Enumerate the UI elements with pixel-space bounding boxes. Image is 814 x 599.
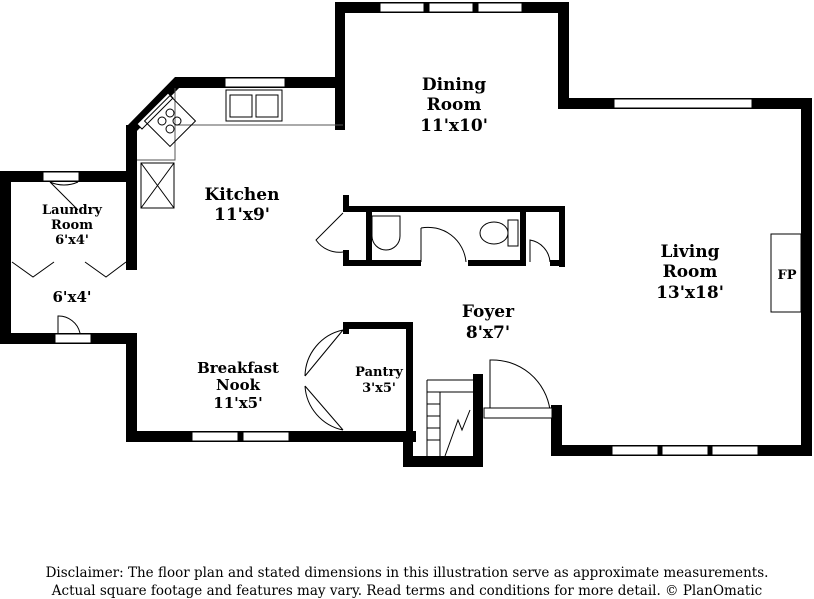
breakfast-nook-name: Breakfast bbox=[197, 359, 279, 377]
bath-bottom-wall-right bbox=[550, 260, 565, 266]
burner bbox=[165, 124, 175, 134]
stairs-icon bbox=[426, 379, 473, 456]
bath-right-wall bbox=[559, 206, 565, 267]
bath-left-wall-lower bbox=[343, 250, 349, 266]
foyer-name: Foyer bbox=[462, 302, 515, 322]
window bbox=[661, 445, 709, 456]
bath-left-wall bbox=[343, 195, 349, 212]
bath-top-wall bbox=[343, 206, 565, 212]
laundry-exit-door-swing bbox=[57, 315, 81, 334]
kitchen-counter-side bbox=[137, 125, 176, 161]
room-labels: Dining Room 11'x10' Kitchen 11'x9' Laund… bbox=[42, 75, 797, 412]
window bbox=[711, 445, 759, 456]
kitchen-name: Kitchen bbox=[205, 185, 280, 205]
sink-icon bbox=[225, 89, 283, 122]
pantry-door-swing bbox=[304, 385, 344, 431]
window bbox=[242, 431, 290, 442]
door-opening bbox=[54, 333, 92, 344]
pantry-name: Pantry bbox=[355, 365, 403, 380]
half-bath-door-swing bbox=[315, 212, 344, 253]
refrigerator-cross bbox=[140, 162, 175, 209]
window bbox=[379, 2, 425, 13]
breakfast-left-wall bbox=[126, 333, 137, 442]
laundry-lower-size: 6'x4' bbox=[52, 288, 91, 306]
breakfast-nook-size: 11'x5' bbox=[213, 394, 262, 412]
fireplace-icon bbox=[770, 233, 802, 313]
stair-right-wall bbox=[473, 374, 483, 467]
burner bbox=[165, 108, 175, 118]
sink-basin bbox=[255, 94, 279, 118]
pantry-top-wall bbox=[343, 322, 413, 329]
window bbox=[611, 445, 659, 456]
bath-divider-wall bbox=[366, 206, 372, 266]
pantry-door-swing bbox=[304, 329, 344, 377]
refrigerator-icon bbox=[140, 162, 175, 209]
disclaimer-line-1: Disclaimer: The floor plan and stated di… bbox=[45, 565, 769, 581]
stair-bottom-wall bbox=[403, 456, 483, 467]
pantry-left-wall-top bbox=[343, 322, 349, 334]
living-lower-left-wall bbox=[551, 405, 562, 456]
pantry-right-wall bbox=[406, 322, 413, 435]
front-door-swing bbox=[489, 359, 551, 411]
bath-sink-icon bbox=[371, 215, 401, 251]
laundry-door-swing bbox=[49, 181, 79, 211]
foyer-size: 8'x7' bbox=[466, 323, 510, 343]
door-opening bbox=[42, 171, 80, 182]
stairs-break-line bbox=[444, 409, 471, 457]
bath-bottom-wall-mid bbox=[468, 260, 526, 266]
laundry-bifold-door bbox=[84, 261, 127, 278]
window bbox=[224, 77, 286, 88]
bath-bottom-wall-left bbox=[343, 260, 421, 266]
stair-left-wall bbox=[403, 431, 413, 467]
fireplace-label: FP bbox=[777, 268, 796, 283]
sink-basin bbox=[229, 94, 253, 118]
laundry-room-name-2: Room bbox=[51, 218, 93, 233]
kitchen-size: 11'x9' bbox=[214, 205, 270, 225]
living-right-wall bbox=[801, 98, 812, 456]
window bbox=[191, 431, 239, 442]
kitchen-angled-wall bbox=[126, 77, 182, 133]
disclaimer-line-2: Actual square footage and features may v… bbox=[51, 583, 763, 599]
window bbox=[477, 2, 523, 13]
windows bbox=[42, 2, 759, 456]
breakfast-nook-name-2: Nook bbox=[216, 376, 261, 394]
dining-room-name: Dining bbox=[422, 75, 486, 95]
doors bbox=[11, 181, 553, 431]
living-room-name-2: Room bbox=[663, 262, 718, 282]
kitchen-left-wall bbox=[126, 125, 137, 270]
stove-icon bbox=[143, 94, 197, 148]
laundry-left-wall bbox=[0, 171, 11, 344]
living-room-name: Living bbox=[661, 242, 720, 262]
dining-right-wall bbox=[558, 2, 569, 109]
dining-room-name-2: Room bbox=[427, 95, 482, 115]
fixtures bbox=[137, 88, 802, 457]
dining-left-wall bbox=[335, 2, 345, 130]
kitchen-counter bbox=[174, 88, 343, 126]
closet-divider-wall bbox=[520, 212, 526, 266]
burner bbox=[172, 116, 182, 126]
dining-room-size: 11'x10' bbox=[420, 116, 488, 136]
living-room-size: 13'x18' bbox=[656, 283, 724, 303]
laundry-room-size: 6'x4' bbox=[55, 233, 89, 248]
front-door-threshold bbox=[483, 407, 553, 419]
toilet-icon bbox=[479, 221, 509, 245]
pantry-size: 3'x5' bbox=[362, 381, 396, 396]
laundry-bifold-door bbox=[11, 261, 55, 278]
window bbox=[428, 2, 474, 13]
closet-door-swing bbox=[529, 239, 551, 263]
interior-walls bbox=[343, 195, 565, 435]
toilet-tank bbox=[507, 219, 519, 247]
window bbox=[613, 98, 753, 109]
burner bbox=[157, 116, 167, 126]
bath-door-swing bbox=[420, 226, 467, 263]
laundry-room-name: Laundry bbox=[42, 203, 102, 218]
